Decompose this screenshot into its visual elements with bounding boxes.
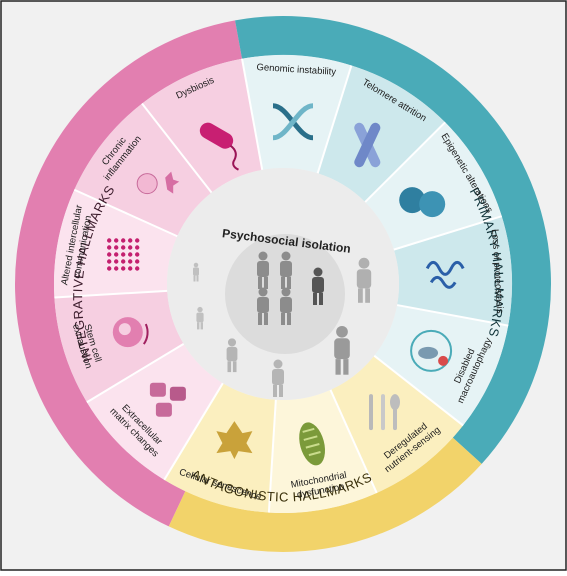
person-icon	[334, 325, 350, 375]
protein-icon	[425, 260, 465, 289]
outer-ring	[15, 16, 551, 552]
stem-cell-icon	[112, 317, 149, 348]
macrophage-icon	[136, 171, 180, 195]
sector-divider	[316, 65, 353, 174]
antagonistic-ring	[168, 437, 482, 552]
baby-icon	[196, 306, 204, 330]
child-icon	[226, 338, 238, 373]
integrative-ring	[15, 20, 243, 527]
hallmark-label-genomic-instability: Genomic instability	[256, 62, 336, 78]
sector-epigenetic-alterations	[365, 122, 502, 250]
sector-chronic-inflammation	[74, 103, 212, 237]
tissue-icon	[149, 382, 186, 417]
hallmark-icons	[107, 103, 465, 466]
person-icon	[312, 267, 324, 305]
sector-divider	[364, 121, 446, 203]
cutlery-icon	[369, 394, 400, 431]
sector-divider	[54, 289, 168, 299]
person-icon	[280, 287, 292, 325]
sector-dividers	[54, 58, 509, 513]
sector-stem-cell-exhaustion	[54, 290, 184, 403]
hallmark-label-loss-of-proteostasis: Loss of proteostasis	[489, 229, 505, 314]
sector-altered-intercellular-communication	[54, 189, 178, 298]
person-icon	[257, 287, 269, 325]
bacterium-icon	[199, 122, 239, 171]
person-icon	[272, 359, 284, 397]
withered-leaf-icon	[216, 421, 253, 460]
mitochondrion-icon	[299, 422, 326, 466]
sector-divider	[141, 102, 213, 194]
sector-divider	[373, 354, 464, 427]
primary-ring	[235, 16, 551, 464]
dna-icon	[272, 103, 314, 141]
sector-loss-of-proteostasis	[393, 216, 512, 326]
hallmark-sectors	[54, 55, 512, 513]
autophagosome-icon	[410, 329, 453, 372]
person-icon	[280, 251, 292, 289]
elderly-person-icon	[356, 257, 372, 303]
person-icon	[257, 251, 269, 289]
sector-divider	[396, 304, 509, 327]
people-figures	[193, 251, 372, 397]
chromosome-icon	[354, 122, 381, 168]
sector-divider	[393, 215, 503, 251]
sector-extracellular-matrix-changes	[86, 343, 223, 480]
sector-divider	[73, 188, 178, 238]
sector-divider	[163, 382, 224, 481]
nucleosome-icon	[399, 187, 446, 218]
sector-divider	[267, 399, 277, 513]
sector-divider	[329, 389, 378, 494]
dots-icon	[107, 238, 140, 271]
sector-divider	[241, 58, 264, 171]
infant-icon	[193, 262, 199, 282]
sector-divider	[86, 343, 185, 404]
sector-telomere-attrition	[317, 65, 446, 203]
